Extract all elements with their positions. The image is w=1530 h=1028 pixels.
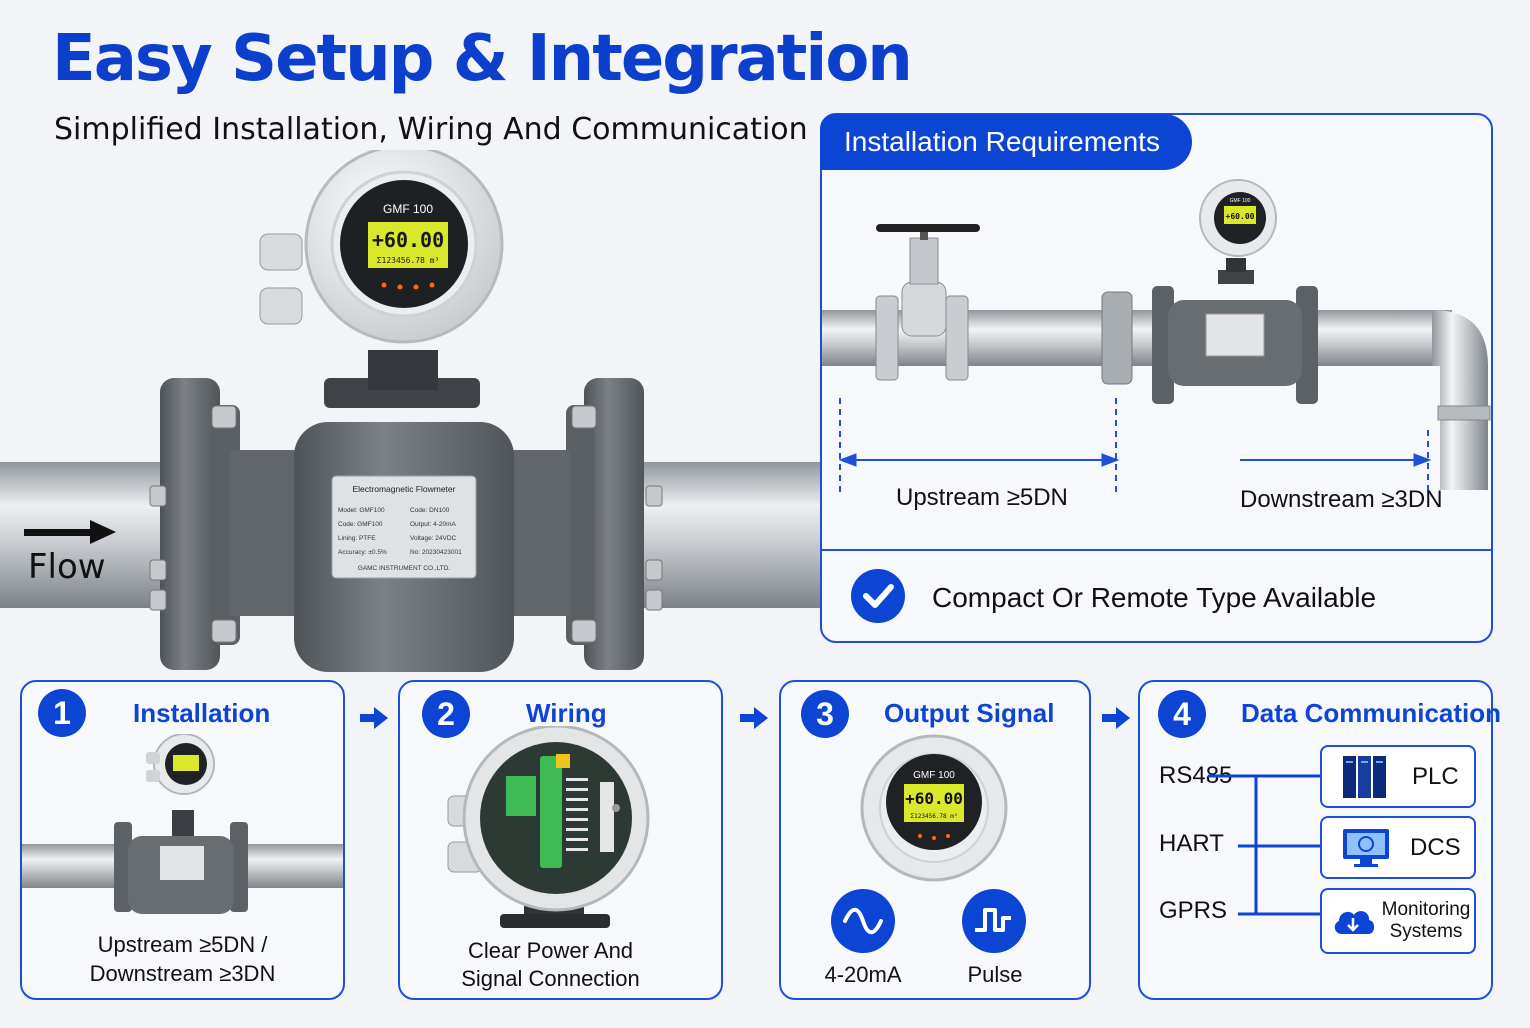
downstream-label: Downstream ≥3DN	[1240, 486, 1443, 513]
nameplate-cell: Model: GMF100	[338, 507, 385, 514]
valve-icon	[875, 224, 980, 381]
flow-arrow-icon	[24, 520, 116, 544]
system-label-systems: Systems	[1389, 921, 1463, 942]
hero-lcd	[368, 222, 448, 268]
pulse-wave-icon	[962, 889, 1026, 953]
step-title-output-signal: Output Signal	[884, 698, 1055, 728]
dcs-monitor-icon	[1343, 828, 1389, 867]
upstream-label: Upstream ≥5DN	[896, 484, 1068, 511]
installation-requirements-tab: Installation Requirements	[820, 114, 1192, 170]
system-label-dcs: DCS	[1410, 833, 1461, 861]
protocol-gprs: GPRS	[1159, 897, 1228, 924]
cloud-icon	[1334, 911, 1375, 934]
signal-label-pulse: Pulse	[967, 962, 1023, 987]
communication-connector-lines	[1208, 774, 1324, 916]
output-meter-head-icon: GMF 100 +60.00 Σ123456.78 m³	[860, 734, 1008, 882]
compact-remote-note: Compact Or Remote Type Available	[932, 582, 1377, 613]
installation-meter-icon	[22, 734, 343, 914]
requirements-divider	[822, 549, 1491, 551]
nameplate-cell: No: 20230423001	[410, 549, 462, 556]
step-number-3: 3	[801, 690, 849, 738]
system-box-monitoring: Monitoring Systems	[1320, 888, 1476, 954]
nameplate-cell: Code: GMF100	[338, 521, 383, 528]
step-arrow-icon	[1102, 707, 1130, 729]
nameplate-cell: Output: 4-20mA	[410, 521, 457, 528]
req-display-model: GMF 100	[1230, 198, 1251, 204]
system-box-dcs: DCS	[1320, 816, 1476, 879]
req-flowmeter-icon: GMF 100 +60.00	[1101, 179, 1318, 404]
hero-bolts	[149, 405, 663, 643]
page-title: Easy Setup & Integration	[52, 22, 913, 96]
hero-transmitter-head: GMF 100 +60.00 Σ123456.78 m³	[259, 150, 504, 344]
step-arrow-icon	[740, 707, 768, 729]
nameplate-cell: Lining: PTFE	[338, 535, 376, 542]
hero-display-model: GMF 100	[383, 202, 433, 216]
hero-flowmeter-illustration: Electromagnetic Flowmeter Model: GMF100 …	[0, 150, 820, 672]
nameplate-title: Electromagnetic Flowmeter	[353, 484, 456, 494]
step-title-wiring: Wiring	[526, 698, 607, 728]
hero-nameplate: Electromagnetic Flowmeter Model: GMF100 …	[331, 475, 477, 579]
step-number-2: 2	[422, 690, 470, 738]
step-1-caption-line-2: Downstream ≥3DN	[89, 961, 276, 986]
system-label-monitoring: Monitoring	[1381, 899, 1471, 920]
output-display-model: GMF 100	[913, 770, 955, 781]
hero-display-value: +60.00	[372, 228, 444, 252]
requirements-pipe-diagram: GMF 100 +60.00	[822, 179, 1491, 496]
signal-label-4-20ma: 4-20mA	[824, 962, 902, 987]
req-display-value: +60.00	[1226, 212, 1255, 221]
step-number-4: 4	[1158, 690, 1206, 738]
step-arrow-icon	[360, 707, 388, 729]
output-display-total: Σ123456.78 m³	[911, 813, 958, 820]
hero-flange-right	[566, 378, 644, 670]
step-title-installation: Installation	[133, 698, 271, 728]
step-number-1: 1	[38, 689, 86, 737]
system-box-plc: PLC	[1320, 745, 1476, 808]
nameplate-cell: Code: DN100	[410, 507, 450, 514]
nameplate-cell: Voltage: 24VDC	[410, 535, 457, 542]
flow-label: Flow	[28, 547, 106, 587]
analog-wave-icon	[831, 889, 895, 953]
step-2-caption-line-1: Clear Power And	[467, 938, 634, 963]
nameplate-maker: GAMC INSTRUMENT CO.,LTD.	[358, 565, 451, 572]
output-display-value: +60.00	[905, 789, 963, 808]
step-1-caption-line-1: Upstream ≥5DN /	[97, 932, 268, 957]
hero-display-total: Σ123456.78 m³	[377, 256, 440, 265]
system-label-plc: PLC	[1412, 762, 1459, 790]
upstream-dimension	[838, 398, 1120, 496]
wiring-terminal-icon	[447, 726, 650, 928]
plc-rack-icon	[1343, 755, 1386, 798]
protocol-hart: HART	[1159, 830, 1224, 857]
page-subtitle: Simplified Installation, Wiring And Comm…	[54, 112, 808, 147]
nameplate-cell: Accuracy: ±0.5%	[338, 549, 387, 556]
downstream-dimension	[1240, 430, 1432, 496]
step-title-data-communication: Data Communication	[1241, 698, 1502, 728]
step-2-caption-line-2: Signal Connection	[461, 966, 640, 991]
check-circle-icon	[851, 569, 905, 623]
